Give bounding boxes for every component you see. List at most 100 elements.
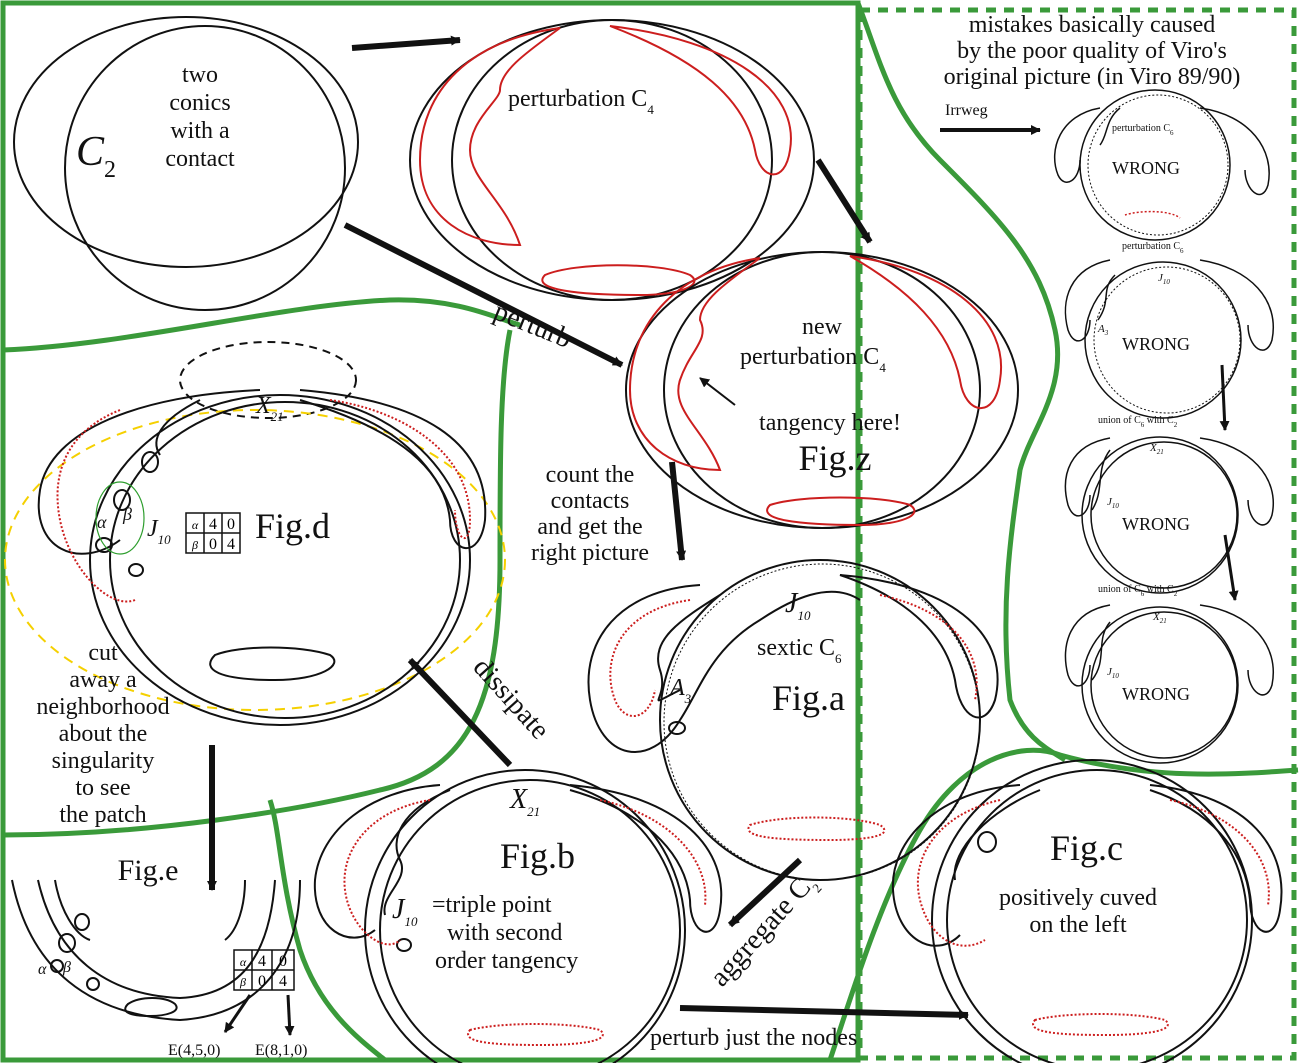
figd-main-circle (89, 394, 471, 726)
conic-ellipse (13, 16, 359, 268)
two-conics-label: two (182, 62, 218, 88)
wrong4-label: WRONG (1122, 684, 1190, 704)
figc-inner-circle (946, 769, 1248, 1063)
figc-red-left (916, 799, 1001, 947)
perturb-nodes-label: perturb just the nodes (650, 1025, 857, 1051)
e2-label: E(8,1,0) (255, 1042, 307, 1059)
triple-label-2: with second (447, 920, 562, 946)
arrow-dissipate (407, 657, 513, 768)
pert-c4-red-right (609, 25, 792, 176)
figc-right-lobe (1149, 784, 1283, 933)
figd-table-cell: β (191, 538, 198, 552)
figd-table-cell: 4 (209, 516, 217, 533)
figd-table-cell: 0 (227, 516, 235, 533)
pos-label-1: positively cuved (999, 885, 1157, 911)
figd-yellow-circle (4, 409, 506, 711)
e1-label: E(4,5,0) (168, 1042, 220, 1059)
figb-right-lobe (569, 784, 723, 933)
wrong3-j10: J10 (1107, 496, 1119, 510)
figb-oval (396, 938, 412, 952)
fige-table: α 4 0 β 0 4 (233, 949, 295, 991)
figb-figure (313, 769, 723, 1063)
fige-table-cell: β (239, 975, 246, 989)
upper-boundary (2, 297, 521, 353)
figc-boundary (827, 747, 1299, 1061)
figa-j10: J10 (785, 588, 811, 623)
figd-j10: J10 (147, 516, 171, 547)
mistakes-label-2: by the poor quality of Viro's (957, 38, 1227, 64)
figb-red-left (343, 799, 431, 946)
figd-x21: X21 (255, 393, 284, 424)
figc-left-lobe (891, 784, 1021, 947)
fige-bottom-oval (124, 997, 178, 1018)
figb-j10: J10 (392, 894, 418, 929)
wrong-figure-4 (1064, 604, 1274, 764)
tangency-arrow (699, 377, 736, 406)
figd-oval-4 (128, 563, 144, 577)
figa-figure (587, 559, 999, 881)
figd-dashed-ellipse (179, 341, 357, 419)
fige-label: Fig.e (118, 854, 179, 887)
mistakes-label-1: mistakes basically caused (969, 12, 1216, 38)
figc-main-circle (931, 759, 1253, 1063)
count-label-3: and get the (537, 514, 642, 540)
arrow-aggregate (727, 857, 803, 928)
pert-c4-red-bottom (541, 264, 696, 297)
wrong-figure-3 (1064, 436, 1274, 594)
figd-boundary (2, 329, 513, 838)
pert-c4-figure (409, 19, 815, 301)
right-boundary (855, 2, 1067, 763)
wrong2-a3: A3 (1097, 323, 1109, 337)
cut-label-2: away a (69, 667, 137, 693)
figd-red-left (56, 409, 136, 603)
arrow-to-new-pert (815, 158, 873, 244)
wrong2-j10: J10 (1158, 272, 1170, 286)
figd-oval-1 (141, 451, 159, 473)
aggregate-label: aggregate C2 (704, 867, 824, 995)
fige-inner (37, 879, 276, 1000)
figb-x21: X21 (509, 784, 540, 819)
wrong-figure-2 (1064, 259, 1274, 419)
new-pert-label-2: perturbation C4 (740, 344, 886, 375)
fige-table-cell: 0 (258, 973, 266, 990)
figa-a3: A3 (668, 675, 692, 706)
fige-right-line (224, 879, 246, 941)
figa-red-right (879, 594, 978, 701)
figz-label: Fig.z (798, 438, 871, 478)
figc-red-bottom (1032, 1013, 1169, 1037)
figd-beta: β (122, 504, 132, 524)
figz-circle (663, 251, 981, 529)
figz-ellipse (625, 251, 1019, 529)
pert-c4-red-left (418, 27, 561, 247)
fige-oval-2 (58, 933, 76, 953)
arrow-count (669, 461, 687, 561)
arrow-perturb (343, 222, 624, 368)
pos-label-2: on the left (1029, 912, 1127, 938)
figa-outer (587, 584, 861, 754)
figb-wave (383, 789, 451, 916)
sextic-label: sextic C6 (757, 635, 842, 666)
figc-red-right (1169, 799, 1270, 906)
right-dashed-frame (857, 7, 1297, 1061)
fige-figure (11, 879, 301, 1022)
cut-label-4: about the (59, 721, 148, 747)
figa-label: Fig.a (772, 678, 845, 718)
cut-label-7: the patch (59, 802, 146, 828)
two-conics-figure (13, 16, 359, 311)
fige-table-cell: 0 (279, 953, 287, 970)
fige-alpha: α (38, 961, 47, 978)
figz-red-left (628, 257, 761, 472)
fige-oval-3 (50, 959, 64, 973)
count-label-4: right picture (531, 540, 649, 566)
triple-label-3: order tangency (435, 948, 578, 974)
figa-dotted (663, 563, 981, 881)
figd-inner-circle (109, 401, 461, 719)
fige-oval-1 (74, 913, 90, 931)
main-frame (0, 0, 861, 1063)
figd-alpha: α (97, 512, 107, 532)
figd-oval-3 (95, 537, 113, 553)
figa-oval (668, 721, 686, 735)
wrong2-pert: perturbation C6 (1122, 241, 1184, 255)
wrong2-label: WRONG (1122, 334, 1190, 354)
new-pert-label: new (802, 314, 843, 340)
